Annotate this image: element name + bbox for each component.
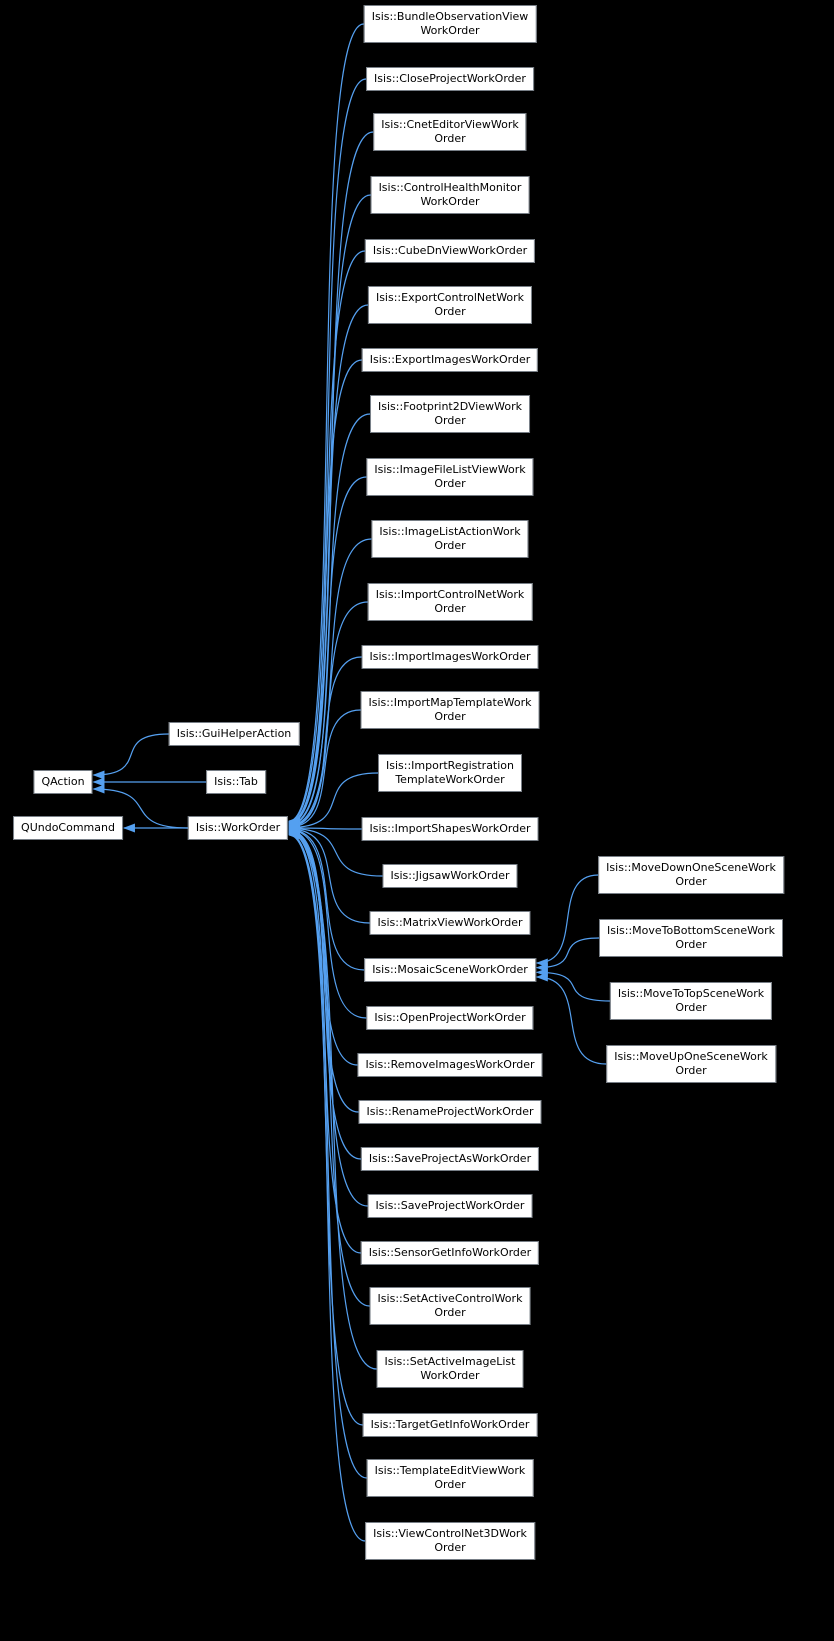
- inheritance-edge: [288, 828, 370, 1307]
- class-node-tab[interactable]: Isis::Tab: [206, 770, 266, 794]
- class-node-cube-dn-view[interactable]: Isis::CubeDnViewWorkOrder: [364, 239, 536, 263]
- inheritance-edge: [288, 829, 377, 1370]
- class-node-image-list-action[interactable]: Isis::ImageListActionWork Order: [371, 520, 529, 558]
- class-node-rename-project[interactable]: Isis::RenameProjectWorkOrder: [358, 1100, 542, 1124]
- inheritance-edge: [92, 784, 188, 829]
- class-node-work-order[interactable]: Isis::WorkOrder: [187, 816, 289, 840]
- class-node-save-project-as[interactable]: Isis::SaveProjectAsWorkOrder: [360, 1147, 540, 1171]
- inheritance-edge: [535, 967, 610, 1002]
- inheritance-edge: [288, 709, 361, 832]
- class-node-jigsaw[interactable]: Isis::JigsawWorkOrder: [382, 864, 518, 888]
- class-node-import-images[interactable]: Isis::ImportImagesWorkOrder: [361, 645, 539, 669]
- class-node-bundle-observation-view[interactable]: Isis::BundleObservationView WorkOrder: [363, 5, 537, 43]
- class-node-import-map-template[interactable]: Isis::ImportMapTemplateWork Order: [360, 691, 540, 729]
- inheritance-edge: [288, 359, 362, 829]
- class-node-close-project[interactable]: Isis::CloseProjectWorkOrder: [366, 67, 534, 91]
- inheritance-edge: [288, 476, 367, 830]
- inheritance-edge: [288, 824, 383, 877]
- class-node-matrix-view[interactable]: Isis::MatrixViewWorkOrder: [369, 911, 531, 935]
- class-node-import-shapes[interactable]: Isis::ImportShapesWorkOrder: [361, 817, 539, 841]
- inheritance-edge: [288, 823, 362, 833]
- inheritance-edge: [535, 972, 607, 1065]
- class-node-template-edit-view[interactable]: Isis::TemplateEditViewWork Order: [366, 1459, 534, 1497]
- class-node-save-project[interactable]: Isis::SaveProjectWorkOrder: [367, 1194, 533, 1218]
- inheritance-edge: [288, 825, 365, 971]
- class-node-set-active-control[interactable]: Isis::SetActiveControlWork Order: [369, 1287, 531, 1325]
- inheritance-edge: [288, 772, 378, 832]
- inheritance-edge: [535, 937, 600, 973]
- class-node-open-project[interactable]: Isis::OpenProjectWorkOrder: [366, 1006, 534, 1030]
- inheritance-edge: [288, 830, 367, 1479]
- class-node-import-control-net[interactable]: Isis::ImportControlNetWork Order: [367, 583, 533, 621]
- class-node-qundocommand[interactable]: QUndoCommand: [13, 816, 123, 840]
- inheritance-edge: [288, 824, 370, 924]
- class-node-export-images[interactable]: Isis::ExportImagesWorkOrder: [361, 348, 539, 372]
- inheritance-edge: [288, 78, 367, 826]
- class-node-gui-helper-action[interactable]: Isis::GuiHelperAction: [168, 722, 300, 746]
- class-node-control-health-monitor[interactable]: Isis::ControlHealthMonitor WorkOrder: [370, 176, 530, 214]
- class-node-move-down-one-scene[interactable]: Isis::MoveDownOneSceneWork Order: [598, 856, 784, 894]
- class-node-mosaic-scene[interactable]: Isis::MosaicSceneWorkOrder: [364, 958, 536, 982]
- inheritance-edge: [288, 538, 372, 830]
- inheritance-edge: [535, 874, 599, 968]
- inheritance-edge: [92, 733, 169, 780]
- class-node-remove-images[interactable]: Isis::RemoveImagesWorkOrder: [357, 1053, 543, 1077]
- class-node-qaction[interactable]: QAction: [33, 770, 93, 794]
- class-node-set-active-image-list[interactable]: Isis::SetActiveImageList WorkOrder: [376, 1350, 524, 1388]
- inheritance-edge: [288, 825, 367, 1019]
- inheritance-edge: [288, 23, 364, 826]
- class-node-export-control-net[interactable]: Isis::ExportControlNetWork Order: [367, 286, 533, 324]
- class-node-move-up-one-scene[interactable]: Isis::MoveUpOneSceneWork Order: [606, 1045, 776, 1083]
- class-node-cnet-editor-view[interactable]: Isis::CnetEditorViewWork Order: [373, 113, 527, 151]
- class-node-move-to-bottom-scene[interactable]: Isis::MoveToBottomSceneWork Order: [599, 919, 783, 957]
- inheritance-edge: [288, 656, 362, 831]
- class-node-sensor-get-info[interactable]: Isis::SensorGetInfoWorkOrder: [360, 1241, 540, 1265]
- class-node-image-file-list-view[interactable]: Isis::ImageFileListViewWork Order: [366, 458, 534, 496]
- class-node-footprint-2d-view[interactable]: Isis::Footprint2DViewWork Order: [370, 395, 530, 433]
- inheritance-edge: [288, 827, 368, 1207]
- class-node-target-get-info[interactable]: Isis::TargetGetInfoWorkOrder: [362, 1413, 538, 1437]
- inheritance-edge: [288, 830, 366, 1542]
- class-node-move-to-top-scene[interactable]: Isis::MoveToTopSceneWork Order: [609, 982, 773, 1020]
- class-node-view-control-net-3d[interactable]: Isis::ViewControlNet3DWork Order: [365, 1522, 535, 1560]
- class-node-import-registration-template[interactable]: Isis::ImportRegistration TemplateWorkOrd…: [377, 754, 523, 792]
